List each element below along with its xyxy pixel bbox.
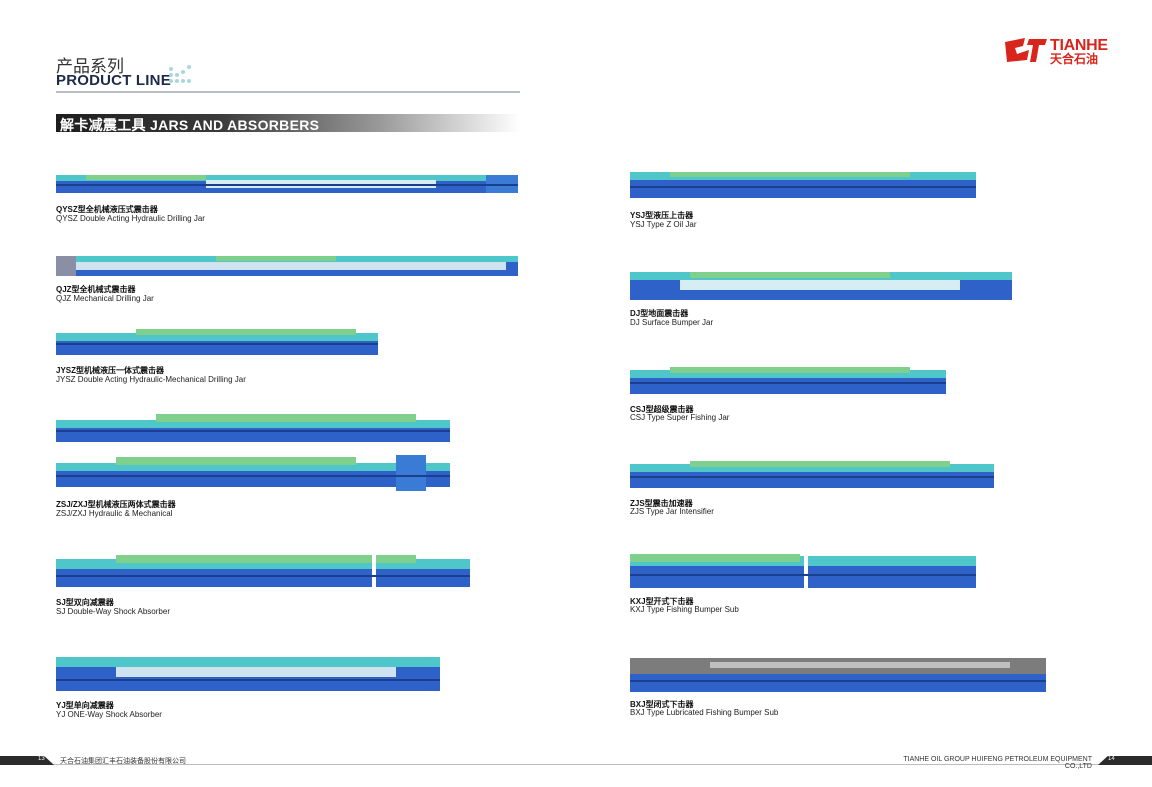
page-title: PRODUCT LINE [56, 72, 171, 89]
caption-en: QJZ Mechanical Drilling Jar [56, 294, 154, 303]
caption-cn: QYSZ型全机械液压式震击器 [56, 205, 158, 214]
caption-cn: BXJ型闭式下击器 [630, 700, 694, 709]
kxj-bumper-sub-drawing [630, 552, 976, 590]
section-banner [56, 114, 520, 132]
caption-en: QYSZ Double Acting Hydraulic Drilling Ja… [56, 214, 205, 223]
logo-text: TIANHE [1050, 37, 1108, 54]
caption-cn: ZSJ/ZXJ型机械液压两体式震击器 [56, 500, 176, 509]
page-number-right: 14 [1108, 756, 1115, 762]
caption-en: ZSJ/ZXJ Hydraulic & Mechanical [56, 509, 173, 518]
zjs-intensifier-drawing [630, 461, 994, 488]
zsj-jar-drawing-upper [56, 414, 450, 442]
caption-en: DJ Surface Bumper Jar [630, 318, 714, 327]
caption-en: YJ ONE-Way Shock Absorber [56, 710, 162, 719]
caption-cn: KXJ型开式下击器 [630, 597, 694, 606]
yj-absorber-drawing [56, 657, 440, 691]
caption-en: JYSZ Double Acting Hydraulic-Mechanical … [56, 375, 246, 384]
caption-cn: JYSZ型机械液压一体式震击器 [56, 366, 165, 375]
caption-cn: DJ型地面震击器 [630, 309, 689, 318]
caption-cn: SJ型双向减震器 [56, 598, 114, 607]
tianhe-logo-icon [1005, 38, 1047, 62]
page-tab-right [1098, 756, 1152, 765]
caption-en: CSJ Type Super Fishing Jar [630, 413, 730, 422]
page-title-cn: 产品系列 [56, 57, 124, 77]
footer-divider [48, 764, 1106, 765]
jysz-jar-drawing [56, 329, 378, 355]
ysj-jar-drawing [630, 172, 976, 198]
caption-en: SJ Double-Way Shock Absorber [56, 607, 170, 616]
dj-jar-drawing [630, 272, 1012, 300]
caption-cn: QJZ型全机械式震击器 [56, 285, 136, 294]
caption-en: KXJ Type Fishing Bumper Sub [630, 605, 739, 614]
section-title: 解卡减震工具 JARS AND ABSORBERS [60, 117, 320, 133]
caption-cn: CSJ型超级震击器 [630, 405, 694, 414]
caption-cn: YJ型单向减震器 [56, 701, 114, 710]
caption-en: YSJ Type Z Oil Jar [630, 220, 697, 229]
logo-text-cn: 天合石油 [1050, 52, 1099, 66]
qysz-jar-drawing [56, 175, 518, 193]
zsj-jar-drawing-lower [56, 455, 450, 491]
qjz-jar-drawing [56, 256, 518, 276]
caption-cn: ZJS型震击加速器 [630, 499, 693, 508]
page-tab-left [0, 756, 54, 765]
header-divider [56, 91, 520, 93]
caption-en: BXJ Type Lubricated Fishing Bumper Sub [630, 708, 779, 717]
sj-absorber-drawing [56, 553, 470, 589]
footer-company-en: TIANHE OIL GROUP HUIFENG PETROLEUM EQUIP… [903, 756, 1092, 770]
decorative-dots-icon [169, 65, 191, 83]
caption-en: ZJS Type Jar Intensifier [630, 507, 714, 516]
footer-company-cn: 天合石油集团汇丰石油装备股份有限公司 [60, 758, 186, 765]
page-number-left: 13 [38, 756, 45, 762]
bxj-bumper-sub-drawing [630, 658, 1046, 692]
csj-jar-drawing [630, 367, 946, 394]
caption-cn: YSJ型液压上击器 [630, 211, 694, 220]
